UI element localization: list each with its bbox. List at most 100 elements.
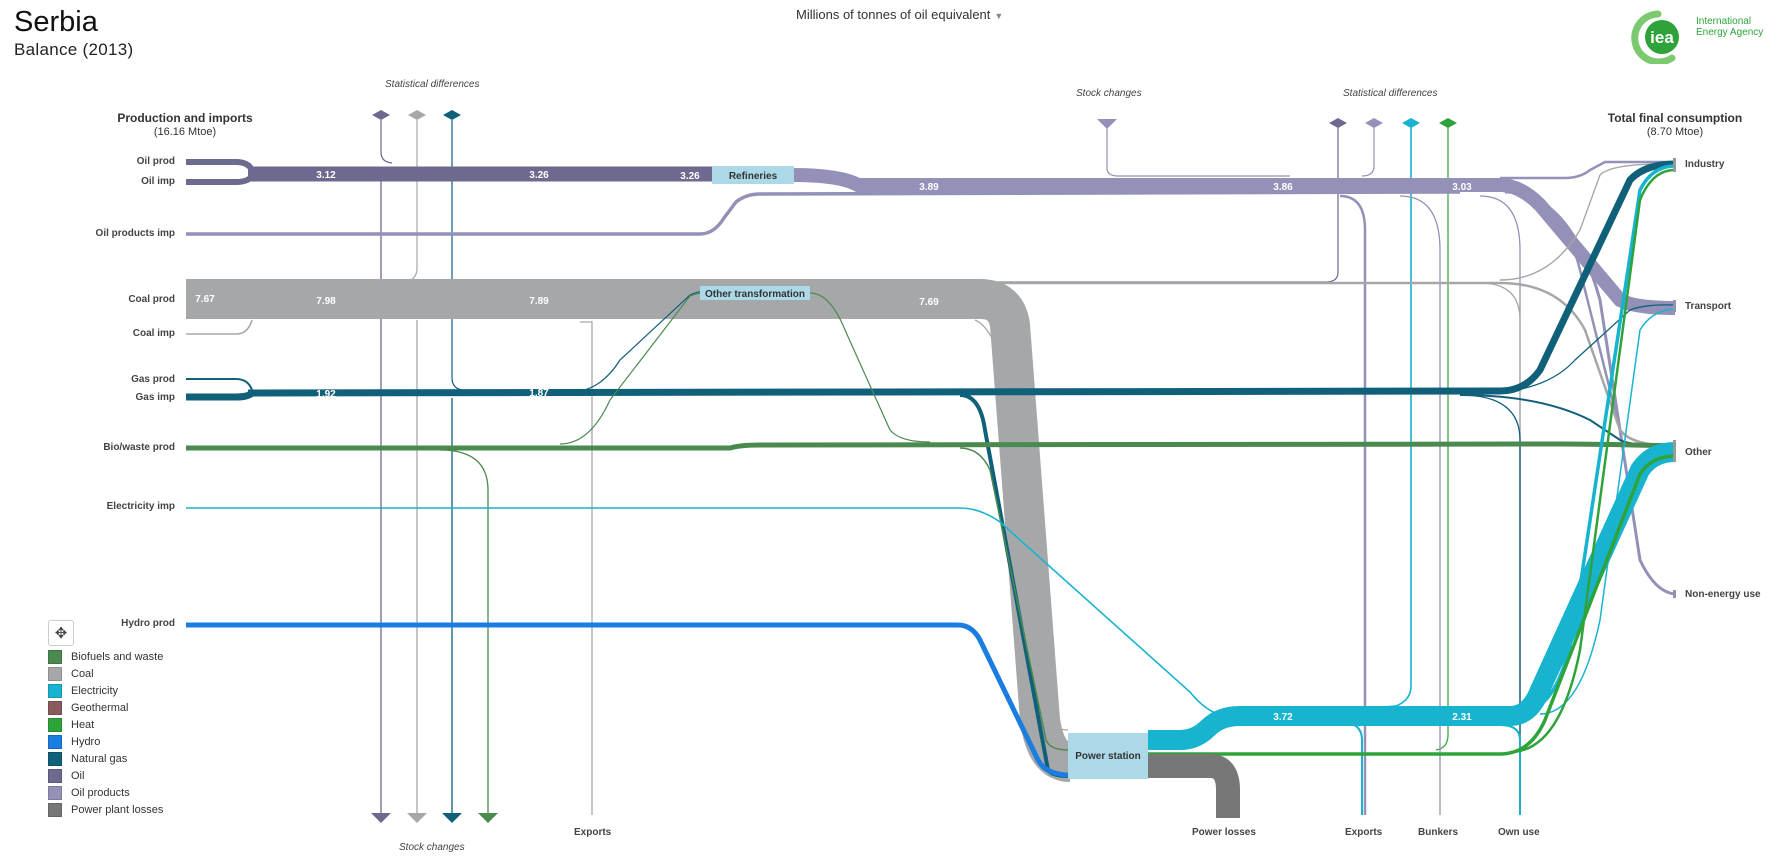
legend-swatch [48,700,62,715]
oil-flows [186,159,712,185]
legend-item[interactable]: Heat [48,716,163,733]
legend-swatch [48,683,62,698]
heat-flows [1148,168,1676,756]
unit-dropdown[interactable]: Millions of tonnes of oil equivalent▼ [796,7,1003,22]
exports-left-line [580,321,593,815]
flow-value: 3.72 [1273,712,1293,723]
flow-value: 1.92 [316,389,336,400]
flow-value: 1.87 [529,388,549,399]
gas-to-transport-flow [1479,304,1676,394]
logo-text: International Energy Agency [1696,16,1763,38]
legend-item[interactable]: Oil products [48,784,163,801]
oil-products-flows [186,160,1676,596]
gas-imp-flow [186,390,255,401]
legend-label: Geothermal [71,701,129,714]
logo-text-line2: Energy Agency [1696,27,1764,38]
unit-dropdown-label: Millions of tonnes of oil equivalent [796,7,991,22]
bunkers-line [1399,195,1441,815]
gas-to-other-flow [1459,394,1676,447]
stock-change-oil-arrow [371,813,391,823]
source-label: Oil products imp [95,228,175,239]
source-label: Hydro prod [121,618,175,629]
flow-value-labels: 3.12 3.26 3.26 3.89 3.86 3.03 7.67 7.98 … [195,170,1472,723]
stock-changes-top-marker [1097,119,1117,129]
stat-diff-oilprod-right-line [1361,120,1375,177]
legend-item[interactable]: Oil [48,767,163,784]
sink-label-other: Other [1685,447,1712,458]
flow-value: 3.89 [919,182,939,193]
power-station-elec-out-flow [1148,442,1676,750]
oil-to-industry-flow [1500,160,1675,180]
legend-item[interactable]: Natural gas [48,750,163,767]
country-title: Serbia [14,6,98,38]
legend-item[interactable]: Hydro [48,733,163,750]
legend-label: Coal [71,667,94,680]
heat-to-industry-flow [1509,168,1676,754]
source-label: Bio/waste prod [103,442,175,453]
stock-changes-bottom-label: Stock changes [399,842,465,853]
stock-changes-top-label: Stock changes [1076,88,1142,99]
statistical-differences-right-label: Statistical differences [1343,88,1438,99]
stock-change-gas-arrow [442,813,462,823]
production-column-title: Production and imports [117,111,253,125]
legend-item[interactable]: Coal [48,665,163,682]
nonenergy-node [1673,590,1676,598]
coal-flows [186,163,1676,782]
coal-main-flow [186,279,1073,782]
stat-diff-elec-right-marker [1402,118,1420,128]
transport-node [1673,300,1676,312]
source-label: Coal prod [128,294,175,305]
industry-node [1673,158,1676,172]
power-station-node [1068,733,1148,779]
stock-changes-top-line [1106,120,1290,177]
stat-diff-gas-line [451,120,560,391]
stat-diff-coal-line [340,120,418,283]
stat-diff-oil-right-marker [1329,118,1347,128]
source-label: Gas prod [131,374,175,385]
power-losses-label: Power losses [1192,827,1256,838]
legend-swatch [48,666,62,681]
hydro-main-flow [186,622,1071,778]
legend-swatch [48,768,62,783]
legend-item[interactable]: Biofuels and waste [48,648,163,665]
own-use-label: Own use [1498,827,1540,838]
stat-diff-oilprod-right-marker [1365,118,1383,128]
legend-item[interactable]: Geothermal [48,699,163,716]
legend-label: Power plant losses [71,803,164,816]
sink-nodes [1673,158,1676,598]
consumption-total: (8.70 Mtoe) [1646,126,1704,138]
elec-to-industry-flow [1519,164,1676,714]
legend-item[interactable]: Electricity [48,682,163,699]
exports-oilprod-line [1339,194,1367,815]
flow-value: 7.69 [919,297,939,308]
gas-prod-flow [186,378,253,391]
other-transformation-node-label: Other transformation [705,289,805,300]
flow-value: 3.03 [1452,182,1472,193]
balance-subtitle: Balance (2013) [14,40,134,59]
oil-to-other-flow [1499,188,1676,448]
legend-label: Biofuels and waste [71,650,164,663]
source-label: Coal imp [132,328,175,339]
legend-item[interactable]: Power plant losses [48,801,163,818]
other-transformation-out-flow [809,292,931,443]
flow-value: 3.26 [680,171,700,182]
flow-value: 3.86 [1273,182,1293,193]
legend-swatch [48,734,62,749]
source-label: Electricity imp [106,501,175,512]
refineries-node [712,166,794,184]
power-station-node-label: Power station [1075,751,1141,762]
sink-label-industry: Industry [1685,159,1725,170]
source-label: Oil imp [141,176,175,187]
move-icon[interactable]: ✥ [48,620,74,646]
top-markers [372,110,1457,129]
flow-value: 7.67 [195,294,215,305]
flow-value: 3.26 [529,170,549,181]
legend-label: Oil products [71,786,130,799]
legend-swatch [48,649,62,664]
other-node [1673,440,1676,462]
flow-value: 7.98 [316,296,336,307]
logo-mark: iea [1650,28,1674,47]
chevron-down-icon: ▼ [994,11,1004,21]
